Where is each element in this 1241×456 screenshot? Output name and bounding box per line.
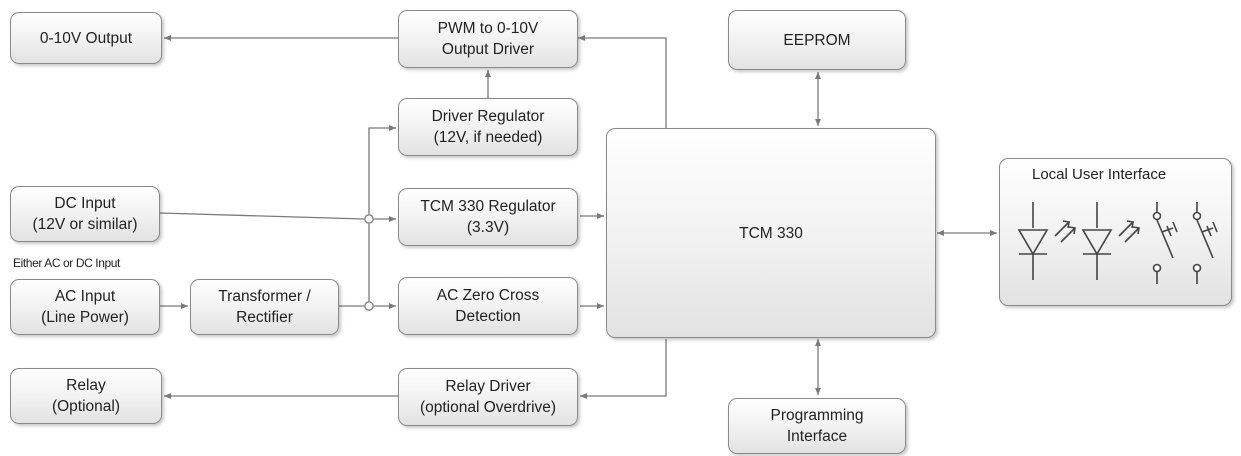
pwm-driver-block: PWM to 0-10V Output Driver (398, 10, 578, 68)
either-input-note: Either AC or DC Input (13, 256, 120, 270)
ac-input-block: AC Input (Line Power) (10, 279, 160, 335)
junction-ac (364, 301, 374, 311)
ac-zero-cross-block: AC Zero Cross Detection (398, 277, 578, 335)
arrow-tcm-to-relay-driver (580, 339, 667, 399)
local-ui-symbols (1017, 202, 1218, 284)
junction-dc (364, 214, 374, 224)
tcm-regulator-block: TCM 330 Regulator (3.3V) (398, 188, 578, 246)
transformer-rectifier-block: Transformer / Rectifier (190, 279, 339, 335)
output-0-10v-block: 0-10V Output (10, 12, 162, 64)
arrow-tcm-to-pwm (578, 35, 667, 128)
arrow-bus-to-driver-regulator (368, 125, 396, 214)
dc-input-block: DC Input (12V or similar) (10, 186, 160, 242)
local-ui-block (999, 158, 1232, 306)
line-dc-input (159, 212, 365, 220)
switch-icon (1152, 202, 1178, 284)
eeprom-block: EEPROM (728, 10, 906, 70)
local-ui-title: Local User Interface (1032, 166, 1167, 183)
tcm330-block: TCM 330 (606, 128, 936, 338)
led-icon (1081, 202, 1140, 280)
relay-block: Relay (Optional) (10, 368, 162, 424)
switch-icon (1192, 202, 1218, 284)
programming-interface-block: Programming Interface (728, 398, 906, 454)
driver-regulator-block: Driver Regulator (12V, if needed) (398, 98, 578, 156)
led-icon (1017, 202, 1076, 280)
relay-driver-block: Relay Driver (optional Overdrive) (398, 368, 578, 426)
